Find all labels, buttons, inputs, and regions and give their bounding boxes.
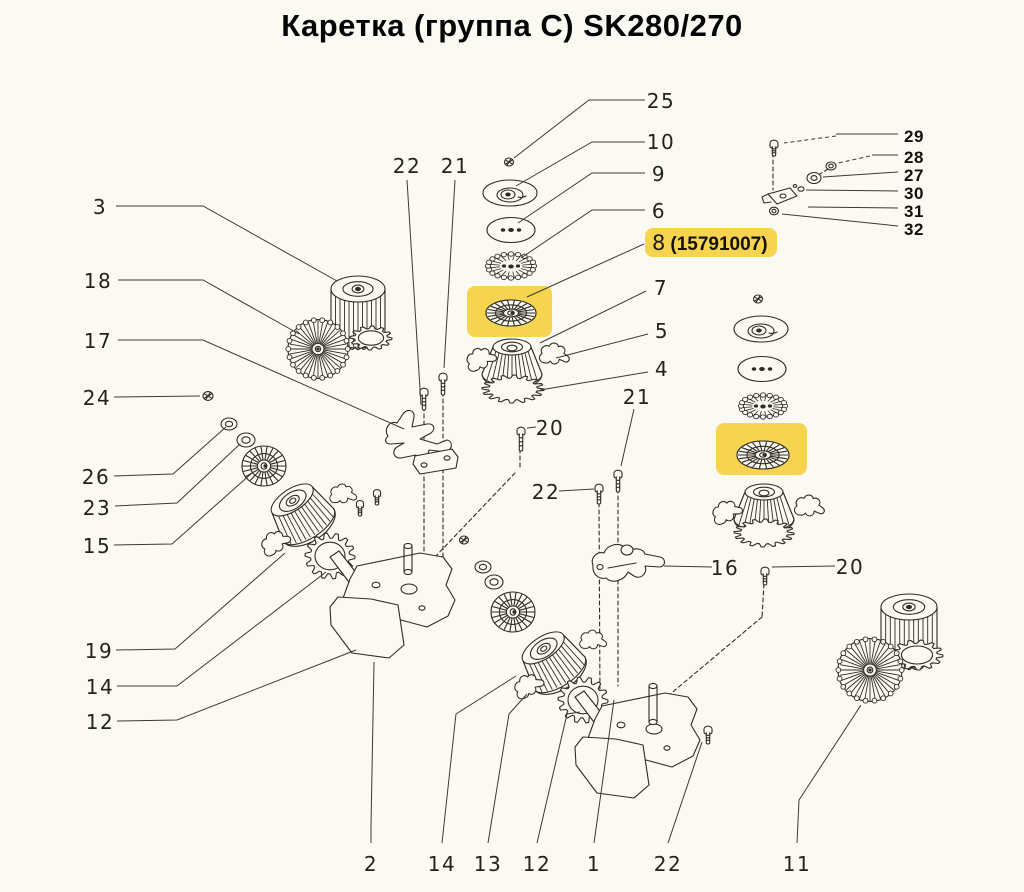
leader-line-9-14 (517, 172, 645, 224)
part-label-22-10: 22 (393, 154, 421, 178)
leader-line-14-8 (117, 571, 327, 687)
leader-line-32-29 (781, 213, 899, 227)
part-label-10-13: 10 (647, 130, 675, 154)
leader-line-3-0 (116, 205, 338, 282)
leader-line-17-2 (118, 339, 405, 430)
part-label-27-26: 27 (904, 166, 924, 185)
part-label-19-7: 19 (85, 639, 113, 663)
leader-line-19-7 (115, 552, 286, 651)
part-label-23-5: 23 (83, 496, 111, 520)
leader-line-31-28 (807, 206, 899, 209)
part-label-15-6: 15 (83, 534, 111, 558)
leader-line-2-30 (370, 661, 375, 843)
part-label-21-20: 21 (623, 385, 651, 409)
leader-line-21-20 (620, 408, 635, 467)
leader-line-6-15 (520, 209, 645, 259)
leader-line-22-35 (667, 741, 703, 844)
leader-line-26-4 (113, 426, 227, 477)
part-label-12-9: 12 (86, 710, 114, 734)
highlight-box-0 (645, 228, 777, 257)
part-label-20-23: 20 (836, 555, 864, 579)
part-label-6-15: 6 (652, 199, 666, 223)
leader-line-30-27 (805, 189, 899, 192)
part-label-14-31: 14 (428, 852, 456, 876)
leader-line-22-21 (558, 488, 595, 492)
part-label-18-1: 18 (84, 269, 112, 293)
leader-line-11-36 (796, 704, 862, 844)
leader-line-12-33 (536, 711, 581, 844)
part-label-3-0: 3 (93, 195, 107, 219)
leader-lines-layer (113, 99, 899, 844)
leader-line-20-19 (526, 426, 537, 429)
diagram-title: Каретка (группа C) SK280/270 (281, 8, 743, 43)
part-label-5-17: 5 (655, 319, 669, 343)
highlighted-gears (485, 299, 790, 470)
leader-line-25-12 (513, 99, 645, 159)
part-label-20-19: 20 (536, 416, 564, 440)
leader-dash-29-24 (783, 135, 837, 144)
part-label-22-35: 22 (654, 852, 682, 876)
part-label-30-27: 30 (904, 184, 924, 203)
part-label-26-4: 26 (82, 465, 110, 489)
leader-line-24-3 (113, 395, 201, 398)
part-label-32-29: 32 (904, 220, 924, 239)
part-label-11-36: 11 (783, 852, 811, 876)
leader-line-13-32 (487, 693, 528, 844)
leader-line-14-31 (441, 675, 517, 844)
artwork-layer (202, 139, 944, 799)
part-label-28-25: 28 (904, 148, 924, 167)
highlighted-part-label: 8(15791007) (652, 231, 768, 255)
leader-line-21-11 (443, 179, 456, 369)
leader-line-highlighted-part (526, 243, 645, 298)
part-label-24-3: 24 (83, 386, 111, 410)
leader-line-16-22 (663, 565, 713, 568)
leader-line-4-18 (539, 371, 649, 391)
leader-line-1-34 (593, 699, 615, 844)
part-label-7-16: 7 (654, 276, 668, 300)
leader-line-22-10 (406, 179, 422, 406)
part-label-4-18: 4 (655, 357, 669, 381)
leader-line-23-5 (114, 443, 241, 507)
part-label-25-12: 25 (647, 89, 675, 113)
leader-line-5-17 (555, 333, 649, 359)
leader-line-15-6 (113, 472, 253, 546)
part-label-12-33: 12 (523, 852, 551, 876)
part-label-31-28: 31 (904, 202, 924, 221)
part-label-29-24: 29 (904, 127, 924, 146)
part-label-2-30: 2 (364, 852, 378, 876)
part-label-14-8: 14 (86, 675, 114, 699)
leader-line-7-16 (539, 290, 647, 344)
leader-line-27-26 (822, 171, 899, 178)
part-label-9-14: 9 (652, 162, 666, 186)
leader-line-20-23 (771, 565, 836, 568)
part-label-22-21: 22 (532, 480, 560, 504)
leader-line-10-13 (515, 141, 645, 187)
part-label-21-11: 21 (441, 154, 469, 178)
part-label-1-34: 1 (587, 852, 601, 876)
part-label-13-32: 13 (474, 852, 502, 876)
leader-line-12-9 (116, 649, 357, 722)
part-label-16-22: 16 (711, 556, 739, 580)
leader-dash-28-25 (837, 155, 871, 164)
leader-line-18-1 (118, 279, 300, 335)
part-label-17-2: 17 (84, 329, 112, 353)
